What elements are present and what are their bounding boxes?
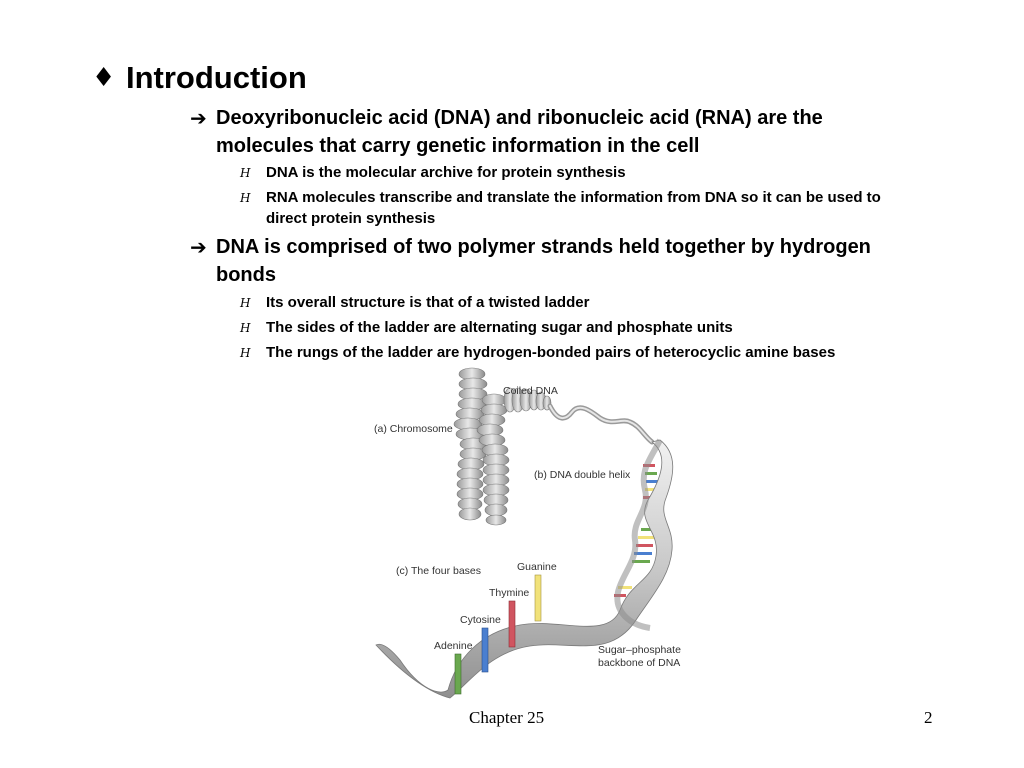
arrow-bullet-icon: ➔	[190, 106, 207, 130]
base-sticks	[454, 574, 542, 695]
bullet-point-1-text: Deoxyribonucleic acid (DNA) and ribonucl…	[216, 107, 823, 157]
cytosine-stick	[481, 627, 489, 673]
sub-bullet-2-1: H Its overall structure is that of a twi…	[240, 292, 920, 313]
sub-bullet-2-3: H The rungs of the ladder are hydrogen-b…	[240, 342, 920, 363]
helix-rungs	[614, 464, 658, 597]
sub-bullet-1-2: H RNA molecules transcribe and translate…	[240, 187, 920, 229]
label-chromosome: (a) Chromosome	[374, 423, 453, 435]
adenine-stick	[454, 653, 462, 695]
sub-bullet-icon: H	[240, 191, 251, 205]
diamond-bullet-icon: ♦	[92, 63, 116, 93]
sub-bullet-1-1: H DNA is the molecular archive for prote…	[240, 162, 920, 183]
sub-bullet-1-2-text: RNA molecules transcribe and translate t…	[266, 189, 881, 227]
sub-bullet-icon: H	[240, 296, 251, 310]
label-coiled-dna: Coiled DNA	[503, 385, 558, 397]
sub-bullet-icon: H	[240, 166, 251, 180]
label-backbone-line2: backbone of DNA	[598, 657, 680, 669]
sub-bullet-icon: H	[240, 346, 251, 360]
coiled-dna-drawing	[503, 387, 655, 445]
sub-bullet-1-1-text: DNA is the molecular archive for protein…	[266, 164, 626, 181]
slide-title: Introduction	[126, 60, 307, 95]
sub-bullet-2-2: H The sides of the ladder are alternatin…	[240, 317, 920, 338]
label-adenine: Adenine	[434, 640, 473, 652]
sub-bullet-2-1-text: Its overall structure is that of a twist…	[266, 294, 590, 311]
guanine-stick	[534, 574, 542, 622]
sub-bullet-2-3-text: The rungs of the ladder are hydrogen-bon…	[266, 344, 836, 361]
label-thymine: Thymine	[489, 587, 529, 599]
label-cytosine: Cytosine	[460, 614, 501, 626]
dna-structure-figure: Coiled DNA (a) Chromosome (b) DNA double…	[374, 367, 681, 699]
bullet-point-2-text: DNA is comprised of two polymer strands …	[216, 236, 871, 286]
footer-chapter: Chapter 25	[469, 708, 545, 727]
chromosome-drawing	[453, 367, 510, 526]
slide-title-row: ♦ Introduction	[92, 60, 307, 96]
sugar-phosphate-backbone	[375, 438, 674, 699]
label-double-helix: (b) DNA double helix	[534, 469, 631, 481]
label-backbone-line1: Sugar–phosphate	[598, 644, 681, 656]
arrow-bullet-icon: ➔	[190, 235, 207, 259]
label-four-bases: (c) The four bases	[396, 565, 481, 577]
label-guanine: Guanine	[517, 561, 557, 573]
bullet-point-1: ➔ Deoxyribonucleic acid (DNA) and ribonu…	[190, 104, 920, 160]
sub-bullet-icon: H	[240, 321, 251, 335]
bullet-point-2: ➔ DNA is comprised of two polymer strand…	[190, 233, 920, 289]
thymine-stick	[508, 600, 516, 648]
footer-page-number: 2	[924, 708, 933, 727]
sub-bullet-2-2-text: The sides of the ladder are alternating …	[266, 319, 733, 336]
